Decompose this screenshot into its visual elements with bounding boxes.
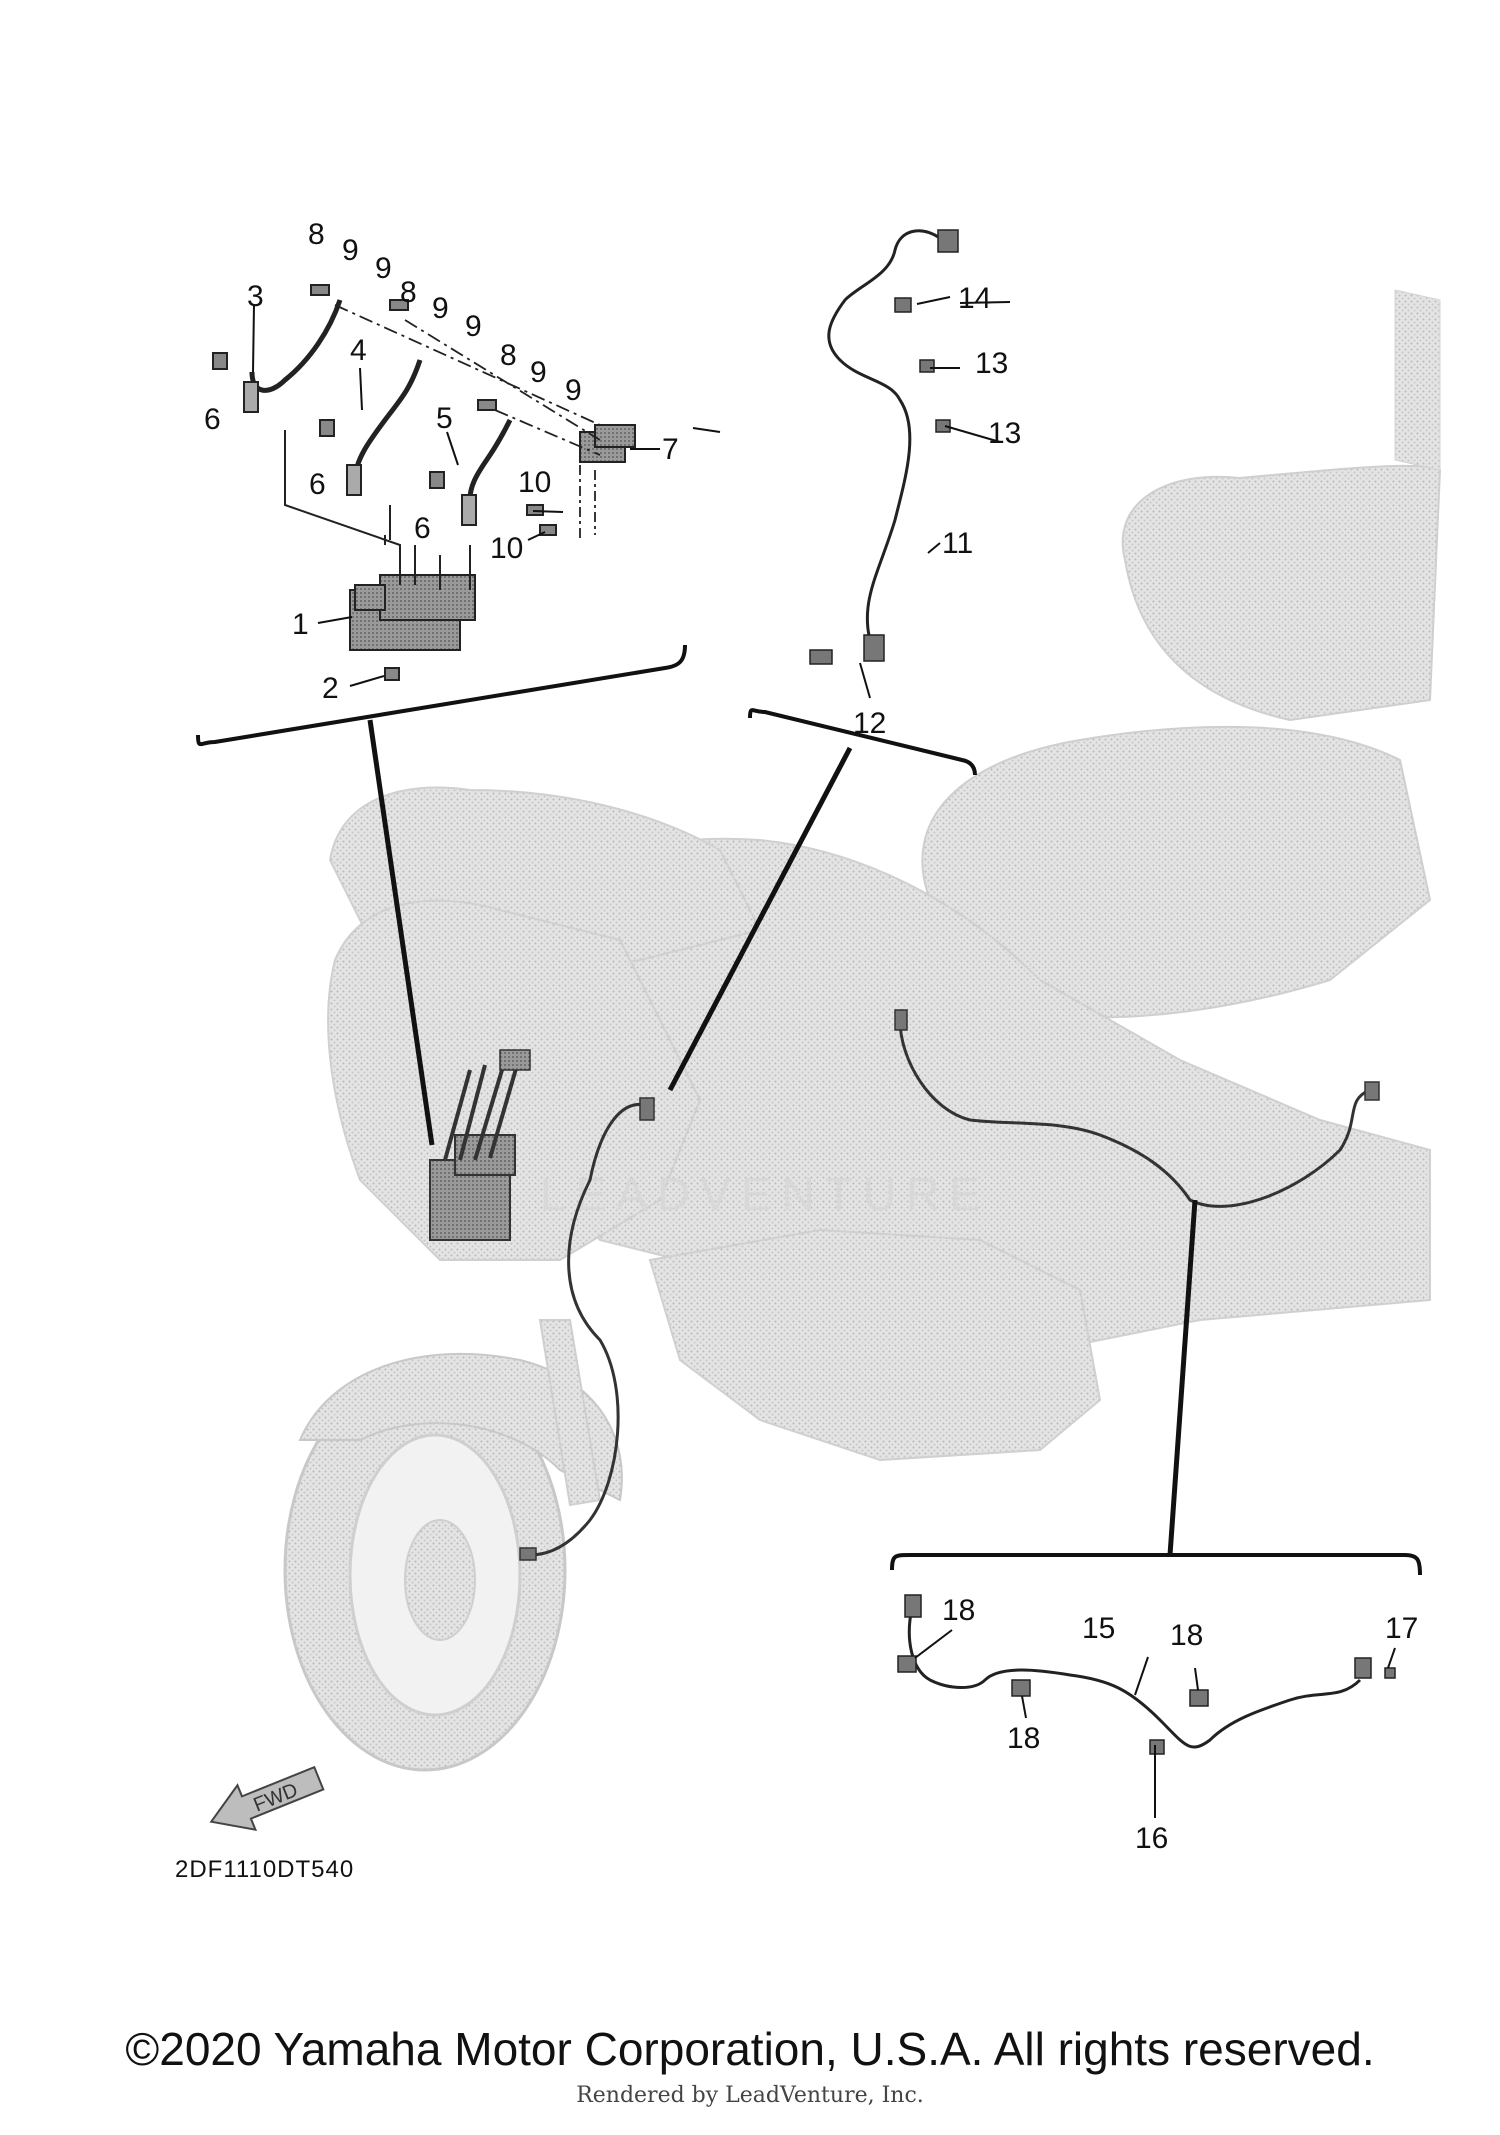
- callout-13b: 13: [988, 417, 1021, 450]
- callout-7: 7: [662, 433, 679, 466]
- rendered-by-notice: Rendered by LeadVenture, Inc.: [576, 2083, 924, 2108]
- watermark-text: LEADVENTURE: [540, 1168, 990, 1220]
- installed-abs-unit: [429, 1049, 531, 1241]
- callout-12: 12: [853, 707, 886, 740]
- callout-9d: 9: [465, 310, 482, 343]
- callout-13a: 13: [975, 347, 1008, 380]
- callout-10a: 10: [518, 466, 551, 499]
- callout-11: 11: [942, 527, 973, 560]
- callout-6b: 6: [309, 468, 326, 501]
- rear-sensor-lead: [898, 1019, 1371, 1208]
- callout-15: 15: [1082, 1612, 1115, 1645]
- callout-6c: 6: [414, 512, 431, 545]
- rear-harness-group: [897, 1594, 1396, 1755]
- callout-18b: 18: [1170, 1619, 1203, 1652]
- callout-14: 14: [958, 282, 991, 315]
- forward-arrow-icon: FWD: [209, 1765, 325, 1832]
- callout-10b: 10: [490, 532, 523, 565]
- callout-2: 2: [322, 672, 339, 705]
- callout-ticks: [252, 296, 1396, 1818]
- callout-9c: 9: [432, 292, 449, 325]
- motorcycle-illustration: LEADVENTURE: [283, 289, 1442, 1772]
- callout-3: 3: [247, 280, 264, 313]
- leader-lines: [367, 719, 1198, 1556]
- callout-4: 4: [350, 334, 367, 367]
- callout-17: 17: [1385, 1612, 1418, 1645]
- abs-hydraulic-unit: [349, 574, 476, 651]
- callout-6a: 6: [204, 403, 221, 436]
- callout-8c: 8: [500, 339, 517, 372]
- abs-hydraulic-group: [212, 284, 636, 681]
- copyright-notice: ©2020 Yamaha Motor Corporation, U.S.A. A…: [125, 2023, 1375, 2075]
- callout-labels: 1 2 3 4 5 6 6 6 7 8 8 8 9 9 9 9 9 9 10 1…: [204, 218, 1418, 1855]
- callout-18a: 18: [942, 1594, 975, 1627]
- callout-5: 5: [436, 402, 453, 435]
- front-sensor-lead: [529, 1102, 646, 1557]
- callout-9e: 9: [530, 356, 547, 389]
- callout-9f: 9: [565, 374, 582, 407]
- callout-18c: 18: [1007, 1722, 1040, 1755]
- callout-1: 1: [292, 608, 309, 641]
- front-wheel-sensor-group: [809, 229, 959, 665]
- diagram-code: 2DF1110DT540: [175, 1856, 354, 1883]
- callout-9b: 9: [375, 252, 392, 285]
- callout-16: 16: [1135, 1822, 1168, 1855]
- callout-8a: 8: [308, 218, 325, 251]
- callout-8b: 8: [400, 276, 417, 309]
- callout-9a: 9: [342, 234, 359, 267]
- group-brackets: [196, 644, 1422, 1576]
